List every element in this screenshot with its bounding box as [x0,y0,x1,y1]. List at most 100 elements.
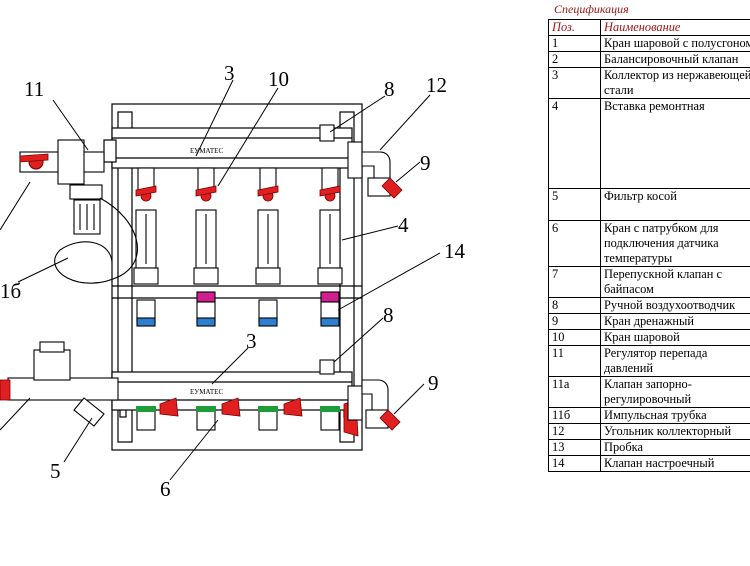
leader-8-top [329,95,386,133]
supply-manifold: ЕУМАТЕС [103,127,353,169]
row-name: Перепускной клапан с байпасом [600,266,750,298]
row-name: Балансировочный клапан [600,51,750,68]
row-name: Импульсная трубка [600,407,750,424]
union-nut [193,267,219,285]
callout-10: 10 [268,67,289,91]
row-name: Клапан запорно-регулировочный [600,376,750,408]
leader-1b [17,257,69,283]
air-vent-bottom [319,359,335,375]
circuit-branch [317,167,343,431]
callout-1b: 1б [0,279,21,303]
return-valve [196,397,241,417]
supply-valves [135,185,341,202]
callout-11: 11 [24,77,44,101]
row-pos: 14 [548,455,601,472]
return-valve [136,397,179,417]
union-nut [317,267,343,285]
row-pos: 3 [548,67,601,99]
table-row: 3 Коллектор из нержавеющей стали [548,67,750,99]
callout-8-top: 8 [384,77,395,101]
manifold-drawing: ЕУМАТЕС ЕУМАТЕС [0,61,466,501]
callout-3-bottom: 3 [246,329,257,353]
callout-14: 14 [444,239,466,263]
row-name: Кран с патрубком для подключения датчика… [600,220,750,267]
table-row: 10 Кран шаровой [548,329,750,346]
table-row: 11б Импульсная трубка [548,407,750,424]
supply-manifold-left-cap [103,139,117,163]
row-name: Ручной воздухоотводчик [600,297,750,314]
pink-clamp [196,291,216,303]
column-header-name: Наименование [600,19,750,36]
circuit-branch [193,167,219,431]
air-vent-top [319,124,335,142]
supply-valve-handle [257,185,279,202]
specification-table: Поз. Наименование 1 Кран шаровой с полус… [548,19,750,472]
row-name: Коллектор из нержавеющей стали [600,67,750,99]
leader-3-top [195,79,234,157]
supply-valve-handle [135,185,157,202]
left-side-assembly [0,139,138,427]
callout-6: 6 [160,477,171,501]
table-row: 1 Кран шаровой с полусгоном [548,35,750,52]
row-pos: 12 [548,423,601,440]
row-name: Клапан настроечный [600,455,750,472]
leader-9-top [395,161,421,183]
table-row: 4 Вставка ремонтная [548,98,750,189]
row-name: Кран дренажный [600,313,750,330]
row-name: Кран шаровой [600,329,750,346]
leader-lines [0,79,441,481]
row-pos: 6 [548,220,601,267]
row-pos: 11б [548,407,601,424]
right-side-assembly [319,124,403,431]
table-row: 11a Клапан запорно-регулировочный [548,376,750,408]
circuit-branch [255,167,281,431]
leader-6 [169,419,219,481]
pressure-regulator-body [57,139,85,185]
table-row: 5 Фильтр косой [548,188,750,221]
leader-11 [52,99,89,151]
table-row: 11 Регулятор перепада давлений [548,345,750,377]
leader-4 [341,225,399,241]
callouts: 3 10 11 8 12 9 4 1б 14 8 3 9 5 6 [0,61,466,501]
leader-8-bottom [333,317,384,363]
table-row: 7 Перепускной клапан с байпасом [548,266,750,298]
row-pos: 13 [548,439,601,456]
blue-clamp [196,317,216,327]
strainer-body [73,397,105,427]
row-name: Вставка ремонтная [600,98,750,189]
table-row: 8 Ручной воздухоотводчик [548,297,750,314]
column-header-pos: Поз. [548,19,601,36]
blue-clamp [258,317,278,327]
row-pos: 11a [548,376,601,408]
table-row: 13 Пробка [548,439,750,456]
leader-10 [217,87,279,187]
elbow-top [361,151,391,179]
manifold-elbow-bottom [347,385,363,421]
row-pos: 5 [548,188,601,221]
elbow-bottom [361,379,389,411]
supply-valve-handle [319,185,341,202]
leader-14 [337,252,441,311]
row-pos: 9 [548,313,601,330]
row-name: Фильтр косой [600,188,750,221]
callout-9-top: 9 [420,151,431,175]
supply-valve-handle [195,185,217,202]
row-pos: 4 [548,98,601,189]
specification-header-row: Поз. Наименование [548,19,750,36]
manifold-elbow-top [347,141,363,179]
impulse-tube [54,197,138,284]
specification-title: Спецификация [554,2,629,16]
table-row: 6 Кран с патрубком для подключения датчи… [548,220,750,267]
pink-clamp [320,291,340,303]
leader-1 [0,181,31,231]
leader-7 [0,397,31,431]
table-row: 14 Клапан настроечный [548,455,750,472]
callout-5: 5 [50,459,61,483]
callout-12: 12 [426,73,447,97]
leader-9-bottom [393,383,425,415]
balancing-valve-body [33,349,71,381]
union-nut [255,267,281,285]
row-name: Регулятор перепада давлений [600,345,750,377]
drain-valve-top-handle [381,177,403,199]
row-pos: 7 [548,266,601,298]
